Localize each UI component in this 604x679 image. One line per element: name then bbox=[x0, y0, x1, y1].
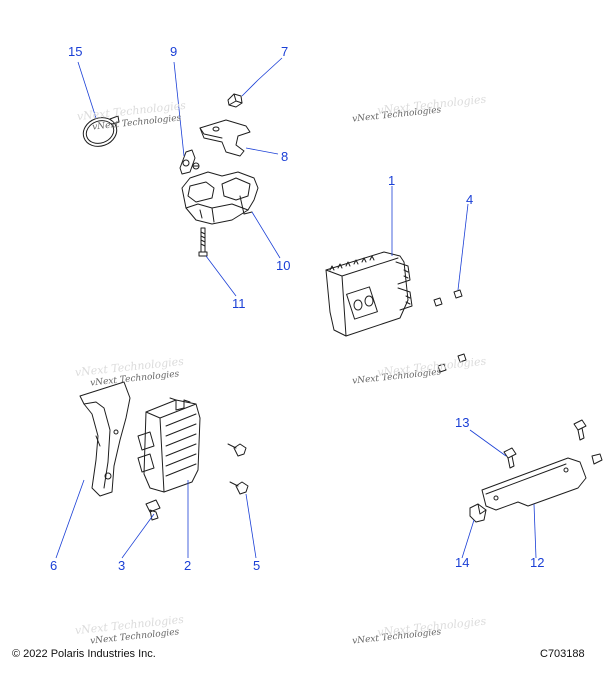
part-12-plate bbox=[481, 457, 587, 511]
part-4-bolts bbox=[433, 289, 467, 373]
part-3-bolt bbox=[145, 499, 161, 521]
part-5-bolts bbox=[227, 443, 249, 495]
callout-11: 11 bbox=[232, 296, 246, 311]
part-2-regulator bbox=[137, 397, 201, 493]
part-10-ignition-coil bbox=[181, 171, 259, 225]
callout-5: 5 bbox=[253, 558, 261, 573]
callout-12: 12 bbox=[530, 555, 545, 570]
callout-15: 15 bbox=[68, 44, 83, 59]
callout-1: 1 bbox=[388, 173, 396, 188]
part-7-cap bbox=[227, 93, 243, 108]
part-8-bracket bbox=[199, 119, 251, 157]
leader-lines bbox=[55, 57, 537, 559]
callout-6: 6 bbox=[50, 558, 58, 573]
callout-4: 4 bbox=[466, 192, 474, 207]
part-15-cable-tie bbox=[82, 115, 120, 147]
callout-3: 3 bbox=[118, 558, 126, 573]
part-6-bracket bbox=[79, 381, 131, 497]
callout-7: 7 bbox=[281, 44, 289, 59]
copyright-notice: © 2022 Polaris Industries Inc. bbox=[12, 648, 156, 660]
part-11-bolt bbox=[198, 227, 208, 257]
part-13-bolts bbox=[503, 419, 603, 469]
callout-8: 8 bbox=[281, 149, 289, 164]
callout-10: 10 bbox=[276, 258, 291, 273]
callout-2: 2 bbox=[184, 558, 192, 573]
part-9-clip bbox=[179, 149, 200, 175]
callout-13: 13 bbox=[455, 415, 470, 430]
drawing-number: C703188 bbox=[540, 648, 585, 660]
part-14-clip bbox=[469, 503, 487, 523]
callout-9: 9 bbox=[170, 44, 178, 59]
callout-14: 14 bbox=[455, 555, 470, 570]
part-1-ecu bbox=[325, 251, 413, 337]
